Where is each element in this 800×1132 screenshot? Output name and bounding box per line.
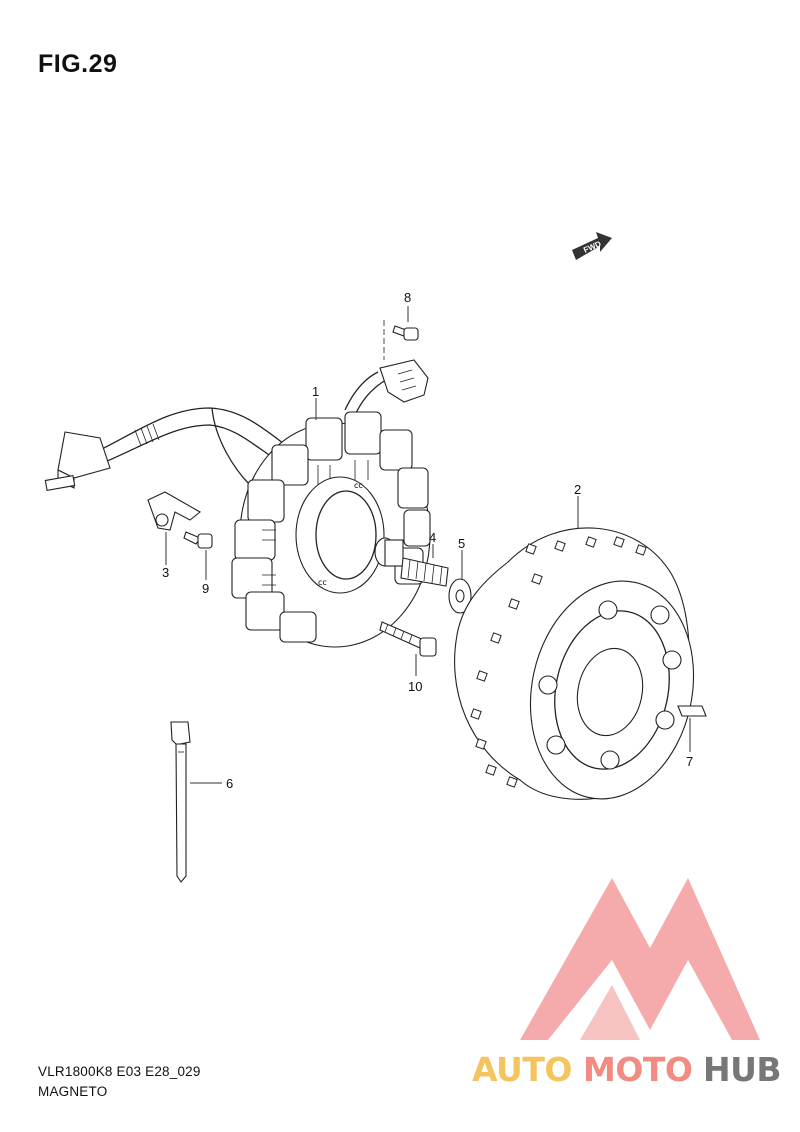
stator-bolt bbox=[379, 621, 437, 657]
callout-7: 7 bbox=[686, 754, 693, 769]
callout-4: 4 bbox=[429, 530, 436, 545]
callout-3: 3 bbox=[162, 565, 169, 580]
cable-tie bbox=[170, 721, 191, 883]
callout-9: 9 bbox=[202, 581, 209, 596]
pickup-screw bbox=[383, 320, 419, 360]
stator-connector bbox=[44, 431, 111, 491]
callout-6: 6 bbox=[226, 776, 233, 791]
callout-numbers: 1 2 3 4 5 6 7 8 9 10 bbox=[162, 290, 693, 791]
callout-10: 10 bbox=[408, 679, 422, 694]
svg-text:cc: cc bbox=[354, 481, 363, 490]
diagram-code: VLR1800K8 E03 E28_029 bbox=[38, 1064, 201, 1079]
callout-1: 1 bbox=[312, 384, 319, 399]
rotor-stud-bolt bbox=[374, 537, 449, 587]
stator-assembly: cc cc bbox=[231, 411, 431, 648]
svg-text:cc: cc bbox=[318, 578, 327, 587]
fwd-arrow-icon: FWD bbox=[572, 232, 612, 260]
leader-lines bbox=[165, 306, 691, 784]
callout-5: 5 bbox=[458, 536, 465, 551]
rotor-magnet-slots bbox=[470, 536, 647, 788]
figure-title: FIG.29 bbox=[38, 50, 118, 78]
woodruff-key bbox=[677, 705, 707, 717]
clamp-screw bbox=[183, 531, 213, 549]
callout-2: 2 bbox=[574, 482, 581, 497]
watermark-moto: MOTO bbox=[583, 1050, 692, 1089]
pickup-lead bbox=[344, 359, 429, 416]
wire-clamp bbox=[147, 491, 201, 531]
rotor-flywheel bbox=[454, 527, 695, 800]
rotor-bosses bbox=[538, 600, 682, 770]
watermark-hub: HUB bbox=[703, 1050, 781, 1089]
fwd-label: FWD bbox=[582, 239, 603, 255]
wire-harness bbox=[99, 407, 301, 486]
diagram-name: MAGNETO bbox=[38, 1084, 108, 1099]
washer bbox=[448, 578, 472, 614]
watermark-logo-mark bbox=[520, 878, 760, 1040]
watermark-wordmark: AUTO MOTO HUB bbox=[472, 1050, 782, 1089]
callout-8: 8 bbox=[404, 290, 411, 305]
watermark-auto: AUTO bbox=[472, 1050, 572, 1089]
